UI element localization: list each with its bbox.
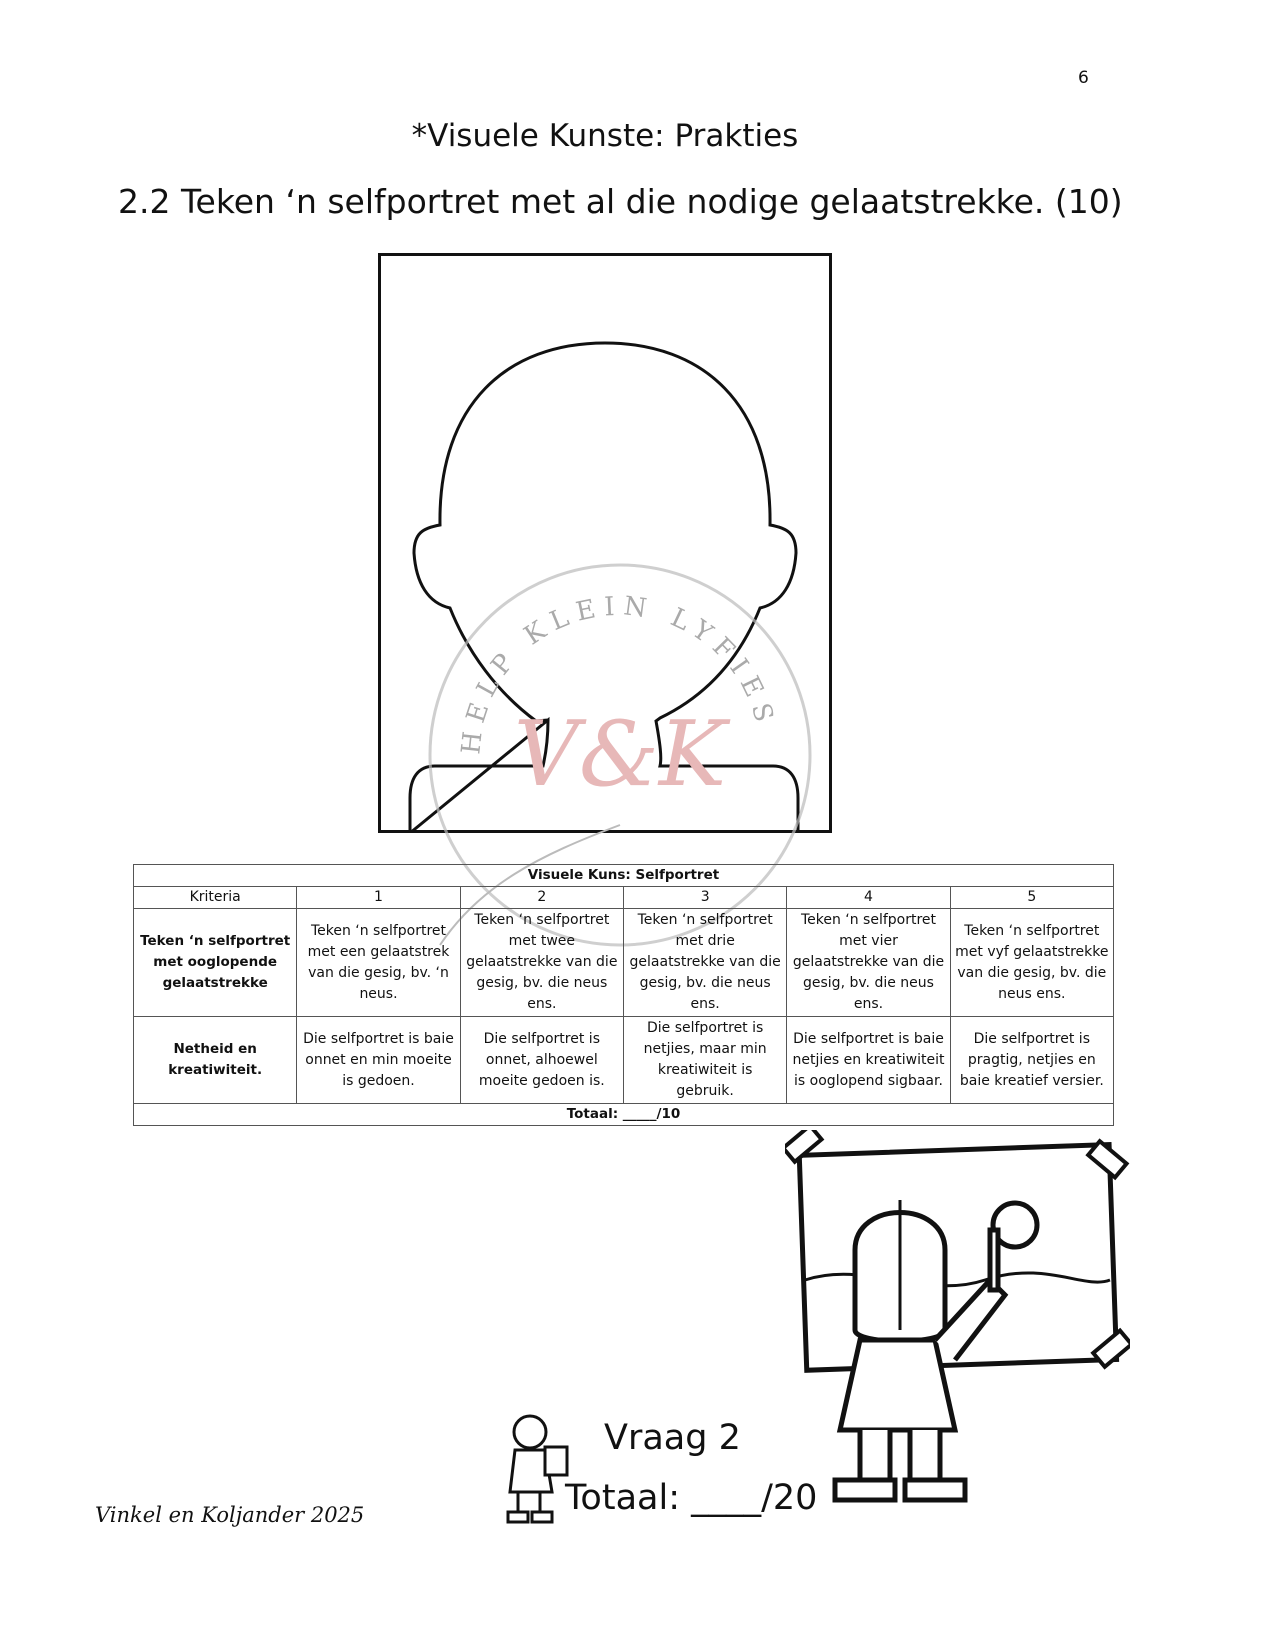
question-label: Vraag 2 — [604, 1418, 741, 1458]
table-row: Netheid en kreatiwiteit. Die selfportret… — [132, 1016, 1115, 1104]
rubric-total: Totaal: _____/10 — [133, 1103, 1114, 1126]
rubric-cell: Die selfportret is baie onnet en min moe… — [296, 1016, 461, 1104]
rubric-title: Visuele Kuns: Selfportret — [133, 864, 1114, 887]
table-row: Teken ‘n selfportret met ooglopende gela… — [132, 908, 1115, 1017]
footer-credit: Vinkel en Koljander 2025 — [95, 1503, 365, 1527]
question-text: 2.2 Teken ‘n selfportret met al die nodi… — [118, 182, 1123, 221]
question-total: Totaal: ____/20 — [565, 1478, 818, 1518]
header-score: 5 — [949, 886, 1115, 909]
criterion-cell: Teken ‘n selfportret met ooglopende gela… — [132, 908, 298, 1017]
rubric-cell: Die selfportret is onnet, alhoewel moeit… — [459, 1016, 624, 1104]
header-kriteria: Kriteria — [132, 886, 298, 909]
header-score: 3 — [622, 886, 788, 909]
header-score: 2 — [459, 886, 624, 909]
self-portrait-drawing-frame[interactable] — [378, 253, 832, 833]
rubric-cell: Teken ‘n selfportret met drie gelaatstre… — [622, 908, 788, 1017]
rubric-cell: Die selfportret is pragtig, netjies en b… — [949, 1016, 1115, 1104]
header-score: 1 — [296, 886, 461, 909]
page-number: 6 — [1078, 68, 1089, 88]
rubric-table: Visuele Kuns: Selfportret Kriteria 1 2 3… — [132, 864, 1115, 1126]
rubric-cell: Teken ‘n selfportret met vier gelaatstre… — [786, 908, 951, 1017]
page-title: *Visuele Kunste: Prakties — [411, 118, 799, 154]
criterion-cell: Netheid en kreatiwiteit. — [132, 1016, 298, 1104]
header-score: 4 — [786, 886, 951, 909]
rubric-cell: Teken ‘n selfportret met twee gelaatstre… — [459, 908, 624, 1017]
girl-painting-illustration — [785, 1130, 1130, 1503]
rubric-cell: Teken ‘n selfportret met een gelaatstrek… — [296, 908, 461, 1017]
small-girl-illustration — [506, 1414, 569, 1524]
rubric-cell: Die selfportret is baie netjies en kreat… — [786, 1016, 951, 1104]
rubric-cell: Teken ‘n selfportret met vyf gelaatstrek… — [949, 908, 1115, 1017]
rubric-cell: Die selfportret is netjies, maar min kre… — [622, 1016, 788, 1104]
